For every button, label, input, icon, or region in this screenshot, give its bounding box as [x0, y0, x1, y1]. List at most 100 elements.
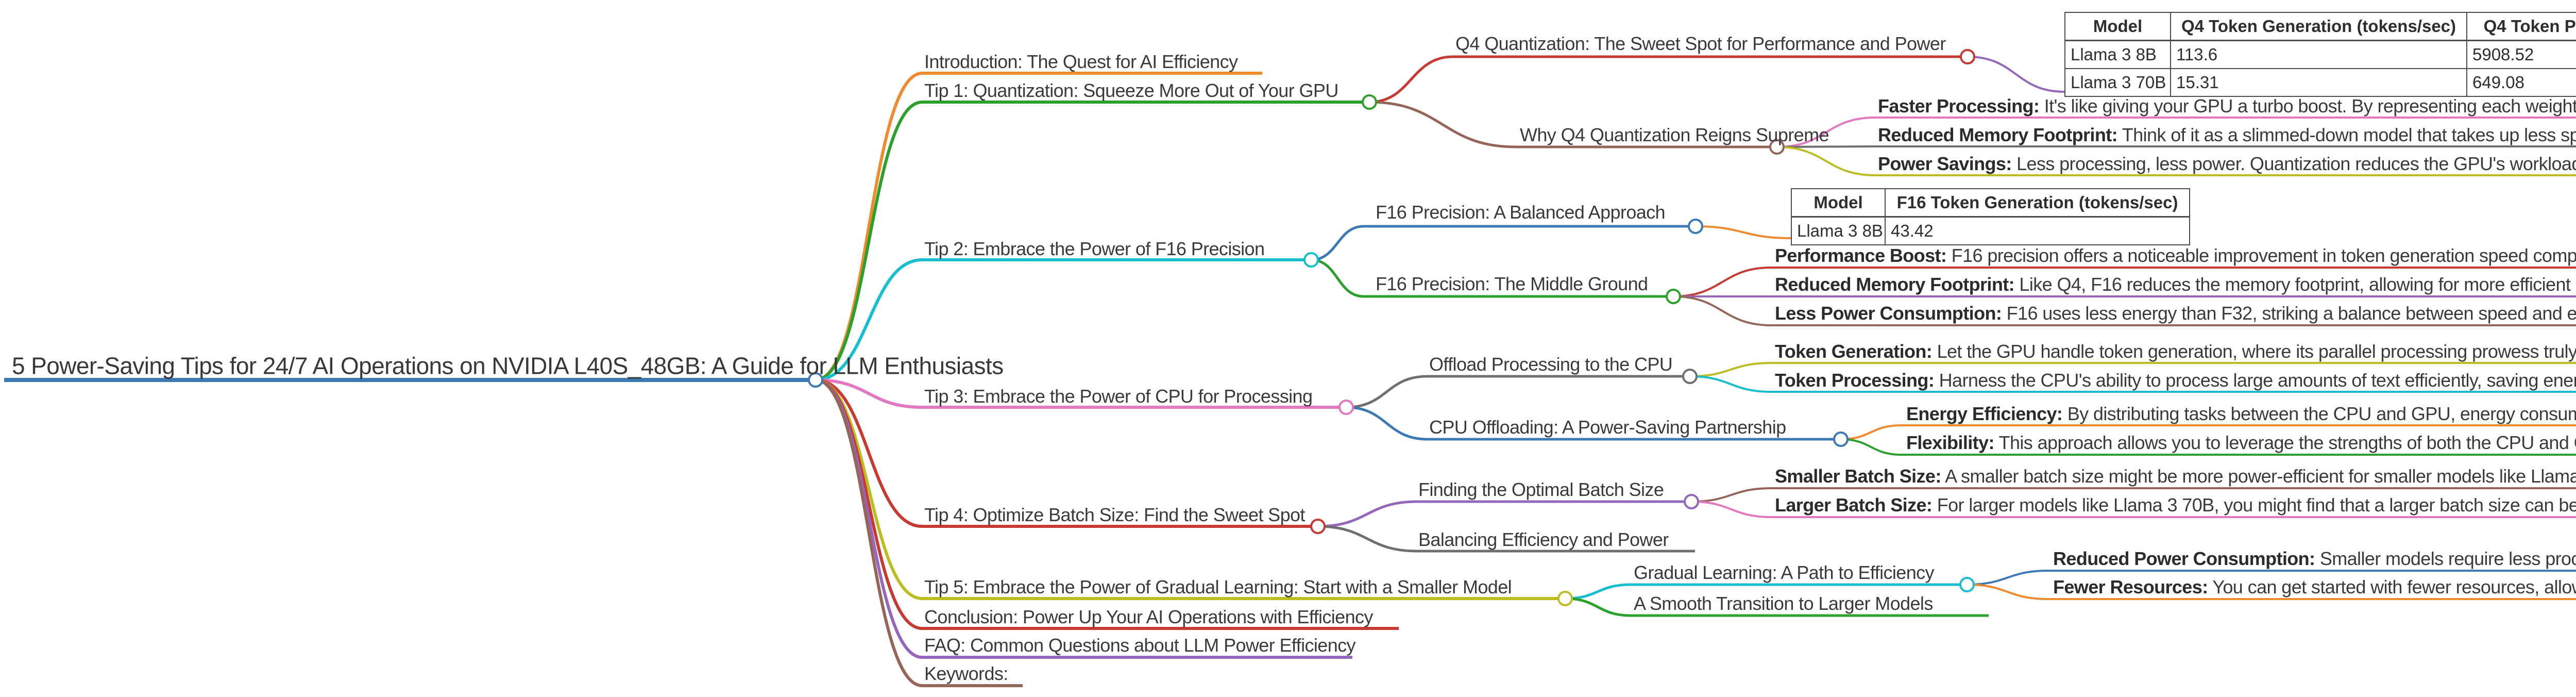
f16-benchmark-table-header-0: Model: [1791, 188, 1886, 218]
f16-benchmark-table-header-1: F16 Token Generation (tokens/sec): [1885, 188, 2190, 218]
node-power-savings-text: Less processing, less power. Quantizatio…: [2016, 153, 2576, 175]
node-smooth-transition: A Smooth Transition to Larger Models: [1634, 593, 1933, 615]
node-reduced-memory-q4: Reduced Memory Footprint: Think of it as…: [1878, 125, 2576, 145]
q4-benchmark-table-cell-0-2: 5908.52: [2466, 40, 2576, 69]
node-flexibility-term: Flexibility:: [1906, 432, 1994, 454]
node-why-q4: Why Q4 Quantization Reigns Supreme: [1520, 124, 1829, 146]
node-reduced-memory-f16-text: Like Q4, F16 reduces the memory footprin…: [2019, 274, 2576, 295]
node-smaller-batch-term: Smaller Batch Size:: [1775, 466, 1941, 487]
node-larger-batch-term: Larger Batch Size:: [1775, 494, 1933, 516]
f16-benchmark-table-cell-0-1: 43.42: [1885, 216, 2190, 245]
branch-link: [1310, 225, 1365, 261]
node-faq: FAQ: Common Questions about LLM Power Ef…: [924, 635, 1356, 656]
node-faster-processing-term: Faster Processing:: [1878, 95, 2040, 117]
branch-link: [1345, 406, 1429, 441]
q4-benchmark-table-cell-0-1: 113.6: [2170, 40, 2467, 69]
branch-link: [1316, 500, 1418, 528]
branch-link: [1310, 258, 1365, 298]
collapse-circle-tip3[interactable]: [1338, 400, 1354, 415]
branch-link: [1316, 525, 1418, 553]
node-tip1: Tip 1: Quantization: Squeeze More Out of…: [924, 80, 1338, 102]
branch-link: [1345, 375, 1429, 409]
node-root: 5 Power-Saving Tips for 24/7 AI Operatio…: [12, 352, 1004, 379]
collapse-circle-why-q4[interactable]: [1769, 139, 1785, 155]
node-gradual-learning: Gradual Learning: A Path to Efficiency: [1634, 562, 1935, 584]
node-token-generation: Token Generation: Let the GPU handle tok…: [1775, 341, 2576, 362]
node-performance-boost: Performance Boost: F16 precision offers …: [1775, 245, 2576, 266]
node-reduced-memory-q4-text: Think of it as a slimmed-down model that…: [2122, 124, 2576, 146]
node-faster-processing: Faster Processing: It's like giving your…: [1878, 96, 2576, 117]
node-reduced-memory-f16: Reduced Memory Footprint: Like Q4, F16 r…: [1775, 274, 2576, 295]
branch-link: [1672, 267, 1772, 297]
q4-benchmark-table-cell-0-0: Llama 3 8B: [2064, 40, 2171, 69]
branch-link: [1689, 375, 1772, 393]
collapse-circle-offload-processing[interactable]: [1682, 369, 1698, 384]
node-token-generation-term: Token Generation:: [1775, 341, 1933, 362]
q4-benchmark-table-header-0: Model: [2064, 12, 2171, 41]
collapse-circle-q4-quantization[interactable]: [1960, 49, 1975, 64]
q4-benchmark-table-cell-1-2: 649.08: [2466, 68, 2576, 97]
node-reduced-memory-q4-term: Reduced Memory Footprint:: [1878, 124, 2118, 146]
collapse-circle-tip2[interactable]: [1303, 252, 1319, 268]
branch-link: [814, 378, 924, 659]
branch-link: [814, 72, 924, 381]
node-fewer-resources-text: You can get started with fewer resources…: [2212, 576, 2576, 598]
node-reduced-power-text: Smaller models require less processing p…: [2319, 548, 2576, 570]
branch-link: [1368, 101, 1517, 148]
branch-link: [1966, 570, 2049, 586]
node-token-processing: Token Processing: Harness the CPU's abil…: [1775, 370, 2576, 391]
branch-link: [1689, 362, 1772, 377]
collapse-circle-cpu-offloading[interactable]: [1833, 432, 1849, 447]
node-reduced-memory-f16-term: Reduced Memory Footprint:: [1775, 274, 2015, 295]
collapse-circle-tip1[interactable]: [1362, 94, 1377, 110]
branch-link: [1690, 487, 1772, 503]
node-tip4: Tip 4: Optimize Batch Size: Find the Swe…: [924, 504, 1305, 526]
node-energy-efficiency: Energy Efficiency: By distributing tasks…: [1906, 404, 2576, 424]
branch-link: [1967, 56, 2065, 93]
branch-link: [814, 378, 924, 409]
branch-link: [814, 258, 924, 381]
node-larger-batch: Larger Batch Size: For larger models lik…: [1775, 495, 2576, 516]
branch-link: [1776, 117, 1876, 148]
node-less-power-term: Less Power Consumption:: [1775, 303, 2002, 324]
node-f16-balanced: F16 Precision: A Balanced Approach: [1376, 202, 1666, 223]
node-reduced-power: Reduced Power Consumption: Smaller model…: [2053, 549, 2576, 569]
node-finding-batch: Finding the Optimal Batch Size: [1418, 479, 1664, 501]
branch-link: [814, 378, 924, 687]
branch-link: [1368, 55, 1454, 104]
branch-link: [1966, 584, 2049, 600]
node-larger-batch-text: For larger models like Llama 3 70B, you …: [1937, 494, 2576, 516]
node-tip2: Tip 2: Embrace the Power of F16 Precisio…: [924, 238, 1265, 260]
collapse-circle-f16-balanced[interactable]: [1688, 219, 1703, 234]
node-cpu-offloading: CPU Offloading: A Power-Saving Partnersh…: [1429, 417, 1786, 438]
node-smaller-batch: Smaller Batch Size: A smaller batch size…: [1775, 466, 2576, 487]
collapse-circle-root[interactable]: [808, 372, 823, 388]
node-less-power-text: F16 uses less energy than F32, striking …: [2006, 303, 2576, 324]
node-smaller-batch-text: A smaller batch size might be more power…: [1945, 466, 2576, 487]
branch-link: [1564, 583, 1632, 600]
node-introduction: Introduction: The Quest for AI Efficienc…: [924, 51, 1238, 73]
collapse-circle-tip5[interactable]: [1557, 591, 1573, 606]
collapse-circle-gradual-learning[interactable]: [1959, 577, 1975, 592]
branch-link: [814, 378, 924, 600]
branch-link: [1776, 146, 1876, 176]
branch-link: [1840, 424, 1902, 440]
q4-benchmark-table-cell-1-1: 15.31: [2170, 68, 2467, 97]
q4-benchmark-table-cell-1-0: Llama 3 70B: [2064, 68, 2171, 97]
node-q4-quantization: Q4 Quantization: The Sweet Spot for Perf…: [1455, 33, 1946, 55]
collapse-circle-finding-batch[interactable]: [1684, 494, 1699, 509]
node-keywords: Keywords:: [924, 663, 1008, 685]
branch-link: [1840, 438, 1902, 456]
branch-link: [1694, 225, 1792, 239]
node-energy-efficiency-term: Energy Efficiency:: [1906, 403, 2063, 425]
node-offload-processing: Offload Processing to the CPU: [1429, 354, 1673, 375]
branch-link: [814, 378, 924, 528]
collapse-circle-tip4[interactable]: [1310, 519, 1326, 534]
collapse-circle-f16-middle[interactable]: [1666, 289, 1681, 304]
